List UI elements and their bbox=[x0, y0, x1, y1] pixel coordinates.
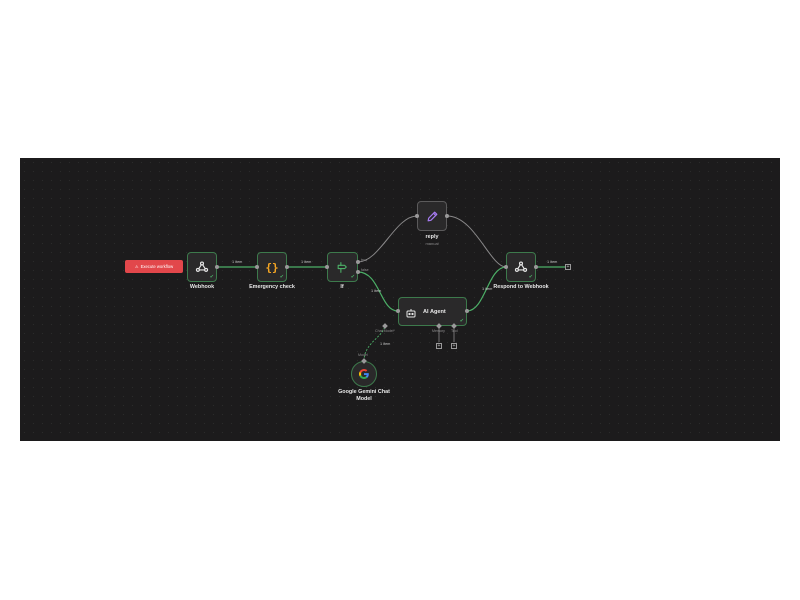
chat-model-label: Chat Model* bbox=[375, 329, 395, 333]
edge-label: 1 item bbox=[371, 289, 382, 293]
success-check-icon: ✔ bbox=[209, 274, 214, 280]
node-gemini-label-line2: Model bbox=[356, 396, 372, 402]
add-memory-button[interactable]: + bbox=[436, 342, 442, 349]
node-respond-to-webhook[interactable]: ✔ bbox=[506, 252, 536, 282]
edge-if-reply bbox=[357, 215, 418, 263]
node-if-label: If bbox=[340, 284, 344, 290]
signpost-icon bbox=[328, 253, 357, 281]
add-node-button[interactable]: + bbox=[565, 263, 571, 270]
edge-if-agent bbox=[357, 271, 399, 312]
node-respond-label: Respond to Webhook bbox=[493, 284, 549, 290]
workflow-canvas[interactable]: ⚠ Execute workflow ✔ Webhook 1 item {} ✔… bbox=[20, 158, 780, 441]
node-google-gemini-chat-model[interactable] bbox=[351, 361, 377, 387]
node-webhook[interactable]: ✔ bbox=[187, 252, 217, 282]
success-check-icon: ✔ bbox=[279, 274, 284, 280]
webhook-icon bbox=[188, 253, 216, 281]
warning-icon: ⚠ bbox=[134, 264, 139, 269]
webhook-icon bbox=[507, 253, 535, 281]
edge-label: 1 item bbox=[301, 260, 312, 264]
node-if[interactable]: ✔ bbox=[327, 252, 358, 282]
webhook-output-handle[interactable] bbox=[215, 265, 219, 269]
if-false-label: false bbox=[361, 268, 369, 272]
success-check-icon: ✔ bbox=[350, 274, 355, 280]
edge-label: 1 item bbox=[232, 260, 243, 264]
robot-icon bbox=[405, 306, 417, 324]
node-ai-agent-label: AI Agent bbox=[423, 309, 446, 315]
execute-workflow-button[interactable]: ⚠ Execute workflow bbox=[125, 260, 183, 273]
tool-label: Tool bbox=[451, 329, 458, 333]
node-ai-agent[interactable]: AI Agent ✔ bbox=[398, 297, 467, 326]
edge-label: 1 item bbox=[482, 287, 493, 291]
if-false-handle[interactable] bbox=[356, 270, 360, 274]
memory-label: Memory bbox=[432, 329, 445, 333]
pencil-icon bbox=[418, 202, 446, 230]
emergency-output-handle[interactable] bbox=[285, 265, 289, 269]
google-g-icon bbox=[352, 362, 376, 386]
node-reply-label: reply bbox=[425, 234, 439, 240]
node-reply-sublabel: manual bbox=[425, 241, 439, 246]
node-emergency-label: Emergency check bbox=[249, 284, 295, 290]
success-check-icon: ✔ bbox=[528, 274, 533, 280]
add-tool-button[interactable]: + bbox=[451, 342, 457, 349]
success-check-icon: ✔ bbox=[459, 318, 464, 324]
node-reply[interactable] bbox=[417, 201, 447, 231]
execute-workflow-label: Execute workflow bbox=[140, 264, 174, 269]
edge-gemini-agent bbox=[363, 325, 386, 362]
agent-output-handle[interactable] bbox=[465, 309, 469, 313]
respond-input-handle[interactable] bbox=[504, 265, 508, 269]
gemini-handle-label: Model bbox=[358, 353, 368, 357]
node-gemini-label-line1: Google Gemini Chat bbox=[338, 389, 390, 395]
edge-label: 1 item bbox=[547, 260, 558, 264]
connections bbox=[217, 215, 566, 362]
reply-output-handle[interactable] bbox=[445, 214, 449, 218]
if-input-handle[interactable] bbox=[325, 265, 329, 269]
emergency-input-handle[interactable] bbox=[255, 265, 259, 269]
code-braces-icon: {} bbox=[265, 260, 279, 274]
edge-agent-respond bbox=[466, 266, 507, 312]
if-true-handle[interactable] bbox=[356, 260, 360, 264]
node-emergency-check[interactable]: {} ✔ bbox=[257, 252, 287, 282]
edge-reply-respond bbox=[446, 215, 507, 268]
node-webhook-label: Webhook bbox=[189, 284, 215, 290]
reply-input-handle[interactable] bbox=[415, 214, 419, 218]
edge-label: 1 item bbox=[380, 342, 391, 346]
respond-output-handle[interactable] bbox=[534, 265, 538, 269]
agent-input-handle[interactable] bbox=[396, 309, 400, 313]
if-true-label: true bbox=[361, 258, 368, 262]
